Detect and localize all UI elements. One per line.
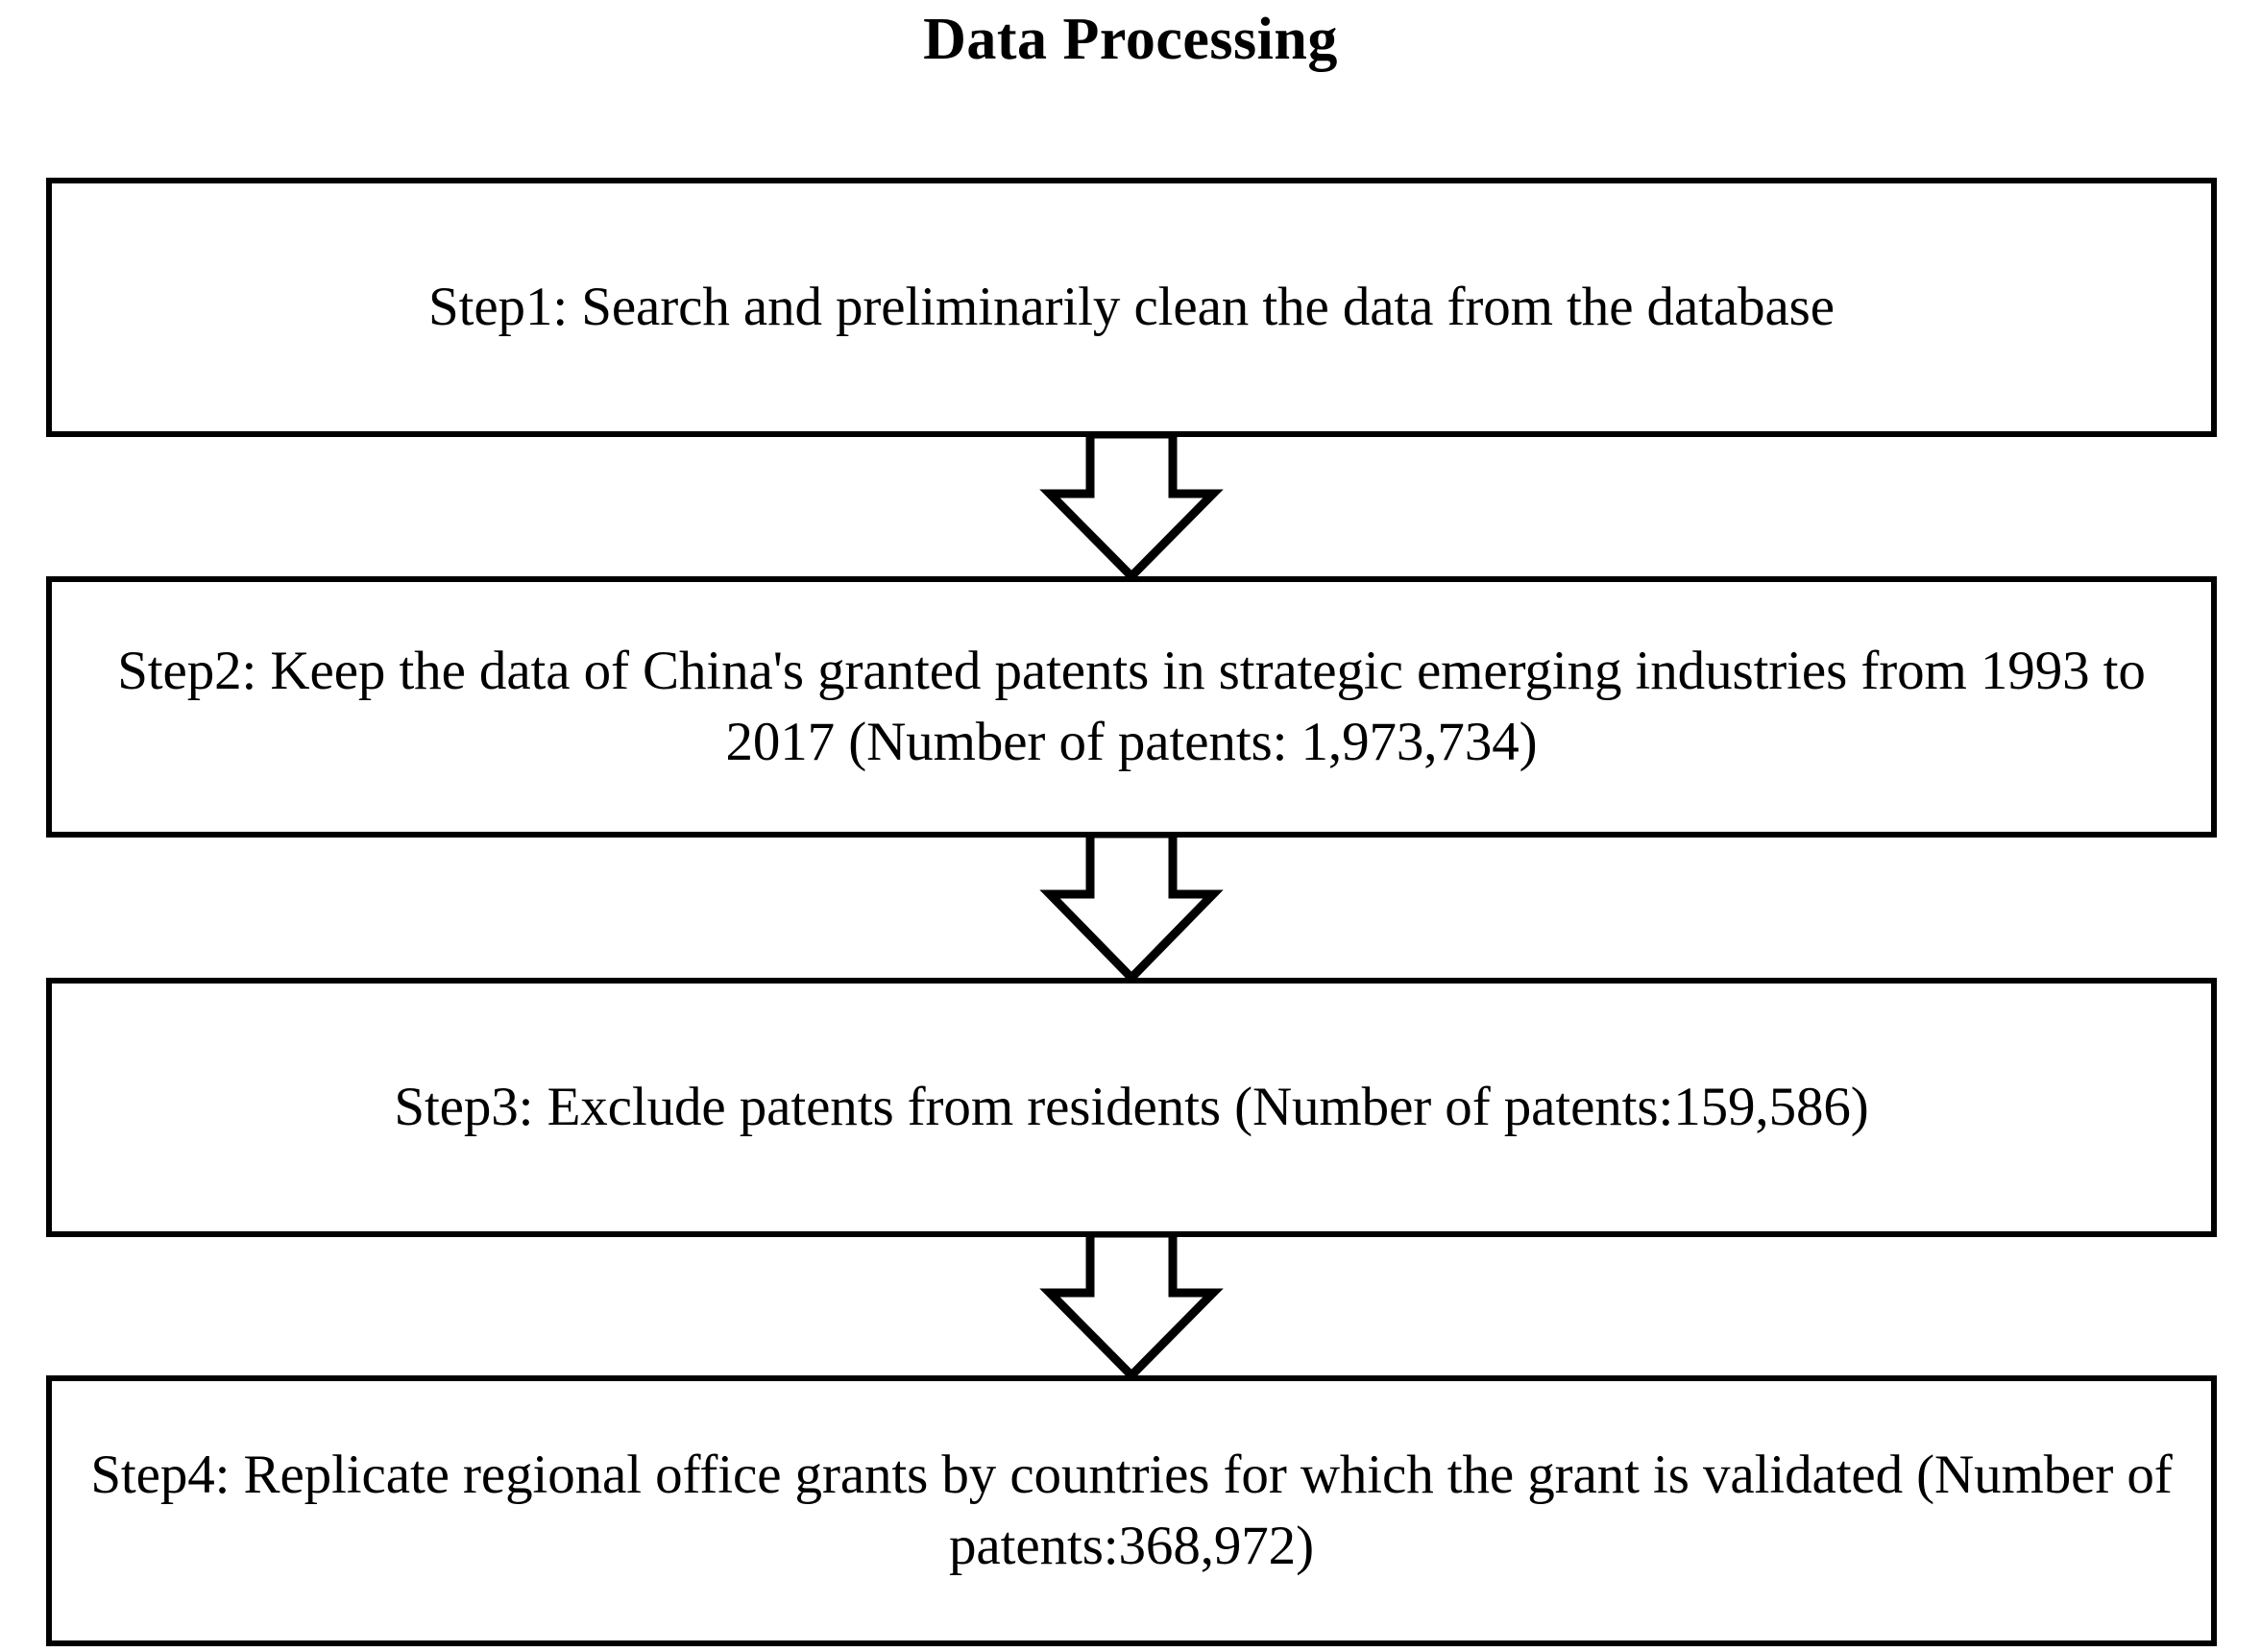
flowchart-step-box-4[interactable]: Step4: Replicate regional office grants … xyxy=(46,1375,2217,1646)
step-4-label: Step4: Replicate regional office grants … xyxy=(90,1444,2173,1576)
step-1-label: Step1: Search and preliminarily clean th… xyxy=(428,276,1835,337)
down-arrow-icon xyxy=(1007,1233,1256,1379)
flowchart-step-box-1[interactable]: Step1: Search and preliminarily clean th… xyxy=(46,178,2217,437)
flowchart-step-box-3[interactable]: Step3: Exclude patents from residents (N… xyxy=(46,978,2217,1237)
step-3-label: Step3: Exclude patents from residents (N… xyxy=(394,1076,1869,1137)
figure-title: Data Processing xyxy=(923,7,1338,72)
down-arrow-icon xyxy=(1007,834,1256,982)
flowchart-step-box-2[interactable]: Step2: Keep the data of China's granted … xyxy=(46,576,2217,838)
down-arrow-icon xyxy=(1007,434,1256,580)
step-2-label: Step2: Keep the data of China's granted … xyxy=(117,640,2146,772)
